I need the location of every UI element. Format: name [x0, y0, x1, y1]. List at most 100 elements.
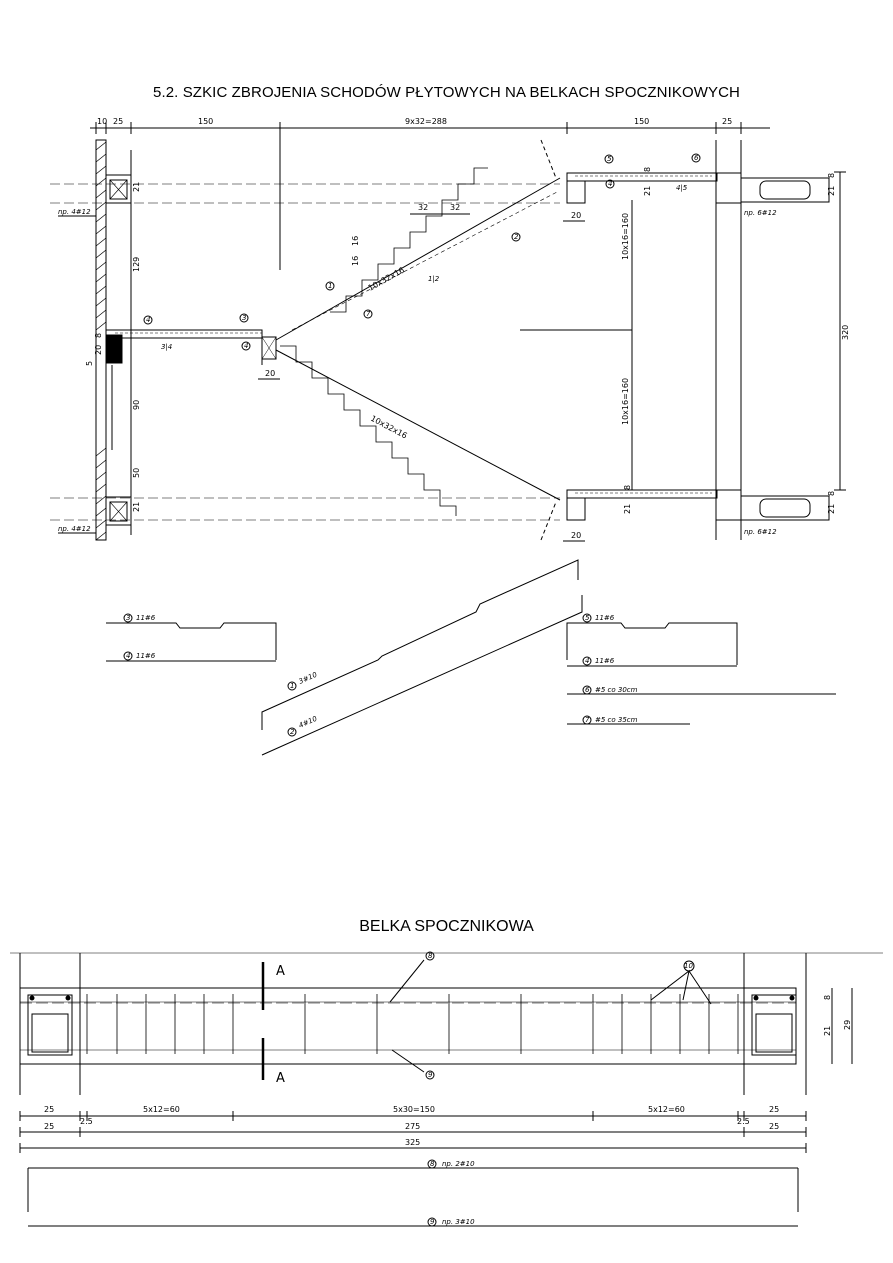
- center-leaders: 10x16=160 10x16=160: [279, 128, 633, 490]
- svg-text:11#6: 11#6: [595, 657, 615, 665]
- label-np-4-12-top: np. 4#12: [58, 208, 91, 216]
- svg-text:2.5: 2.5: [737, 1117, 750, 1126]
- svg-text:325: 325: [405, 1138, 420, 1147]
- svg-text:275: 275: [405, 1122, 420, 1131]
- svg-text:21: 21: [132, 182, 141, 192]
- svg-text:1: 1: [290, 682, 294, 690]
- svg-text:20: 20: [265, 369, 275, 378]
- right-vertical-dims: 320 21 8 21 8: [715, 140, 850, 540]
- svg-text:8: 8: [430, 1160, 435, 1168]
- dim-10: 10: [97, 117, 107, 126]
- svg-text:1|2: 1|2: [428, 275, 440, 283]
- beam-elevation: A A 8 9 10: [10, 951, 883, 1095]
- main-title: 5.2. SZKIC ZBROJENIA SCHODÓW PŁYTOWYCH N…: [153, 84, 740, 101]
- svg-text:7: 7: [585, 716, 590, 724]
- bar-6-shape: 6 #5 co 30cm: [567, 685, 836, 695]
- svg-text:21: 21: [827, 504, 836, 514]
- svg-text:129: 129: [132, 257, 141, 272]
- svg-text:8: 8: [428, 952, 433, 960]
- svg-text:4: 4: [608, 180, 612, 188]
- svg-text:10: 10: [684, 962, 693, 970]
- svg-text:21: 21: [623, 504, 632, 514]
- svg-text:20: 20: [571, 531, 581, 540]
- right-landing-bottom: 20 8 21 np. 6#12: [540, 485, 830, 542]
- marker-3-left: 3: [239, 313, 249, 323]
- top-dimension-line: 10 25 150 9x32=288 150 25: [90, 117, 770, 134]
- bar-3-shape: 3 11#6: [106, 613, 277, 660]
- marker-3-4-left: 3|4: [161, 343, 172, 351]
- section-mark-top: A: [276, 964, 285, 979]
- svg-text:8: 8: [643, 167, 652, 172]
- marker-5-right-top: 5: [604, 154, 614, 164]
- marker-4-right-top: 4: [605, 179, 615, 189]
- dim-25b: 25: [722, 117, 732, 126]
- svg-text:16: 16: [351, 256, 360, 266]
- marker-1-2-flight: 1|2: [428, 275, 440, 283]
- svg-text:6: 6: [585, 686, 590, 694]
- svg-text:10x16=160: 10x16=160: [621, 378, 630, 425]
- dim-150: 150: [198, 117, 213, 126]
- section-mark-bottom: A: [276, 1071, 285, 1086]
- bar-7-shape: 7 #5 co 35cm: [567, 715, 690, 725]
- dim-288: 9x32=288: [405, 117, 447, 126]
- beam-bar-8: 8 np. 2#10: [27, 1159, 799, 1212]
- right-landing-top: 20 8 21 np. 6#12: [540, 139, 830, 222]
- beam-title: BELKA SPOCZNIKOWA: [359, 918, 534, 935]
- beam-right-dims: 8 21 29: [823, 988, 853, 1064]
- svg-text:11#6: 11#6: [595, 614, 615, 622]
- dim-25: 25: [113, 117, 123, 126]
- svg-text:20: 20: [94, 345, 103, 355]
- bar-4-shape: 4 11#6: [106, 651, 276, 662]
- svg-text:9: 9: [428, 1071, 433, 1079]
- marker-4-left-b: 4: [241, 341, 251, 351]
- svg-text:21: 21: [827, 186, 836, 196]
- svg-text:32: 32: [418, 203, 428, 212]
- left-landing-slab: 20: [105, 329, 280, 380]
- svg-text:3#10: 3#10: [298, 670, 319, 685]
- svg-text:8: 8: [827, 173, 836, 178]
- svg-text:4: 4: [126, 652, 130, 660]
- marker-2-flight: 2: [511, 232, 521, 242]
- svg-text:8: 8: [827, 491, 836, 496]
- left-beam-bottom: np. 4#12: [50, 496, 560, 534]
- svg-text:5: 5: [607, 155, 612, 163]
- svg-text:3: 3: [126, 614, 130, 622]
- bar-1-shape: 1 3#10: [261, 559, 579, 730]
- marker-1-flight: 1: [325, 281, 335, 291]
- svg-text:11#6: 11#6: [136, 652, 156, 660]
- svg-text:11#6: 11#6: [136, 614, 156, 622]
- svg-text:4|5: 4|5: [676, 184, 688, 192]
- svg-text:32: 32: [450, 203, 460, 212]
- svg-text:2: 2: [290, 728, 295, 736]
- label-np-4-12-bottom: np. 4#12: [58, 525, 91, 533]
- svg-text:np. 2#10: np. 2#10: [442, 1160, 475, 1168]
- left-wall: [95, 139, 123, 541]
- svg-text:4: 4: [146, 316, 150, 324]
- beam-bar-9: 9 np. 3#10: [28, 1217, 798, 1227]
- svg-text:16: 16: [351, 236, 360, 246]
- marker-7-flight: 7: [363, 309, 373, 319]
- flight-upper-label: 10x32x16: [367, 265, 406, 292]
- left-beam-top: np. 4#12: [50, 174, 560, 217]
- svg-text:29: 29: [843, 1020, 852, 1030]
- svg-text:np. 3#10: np. 3#10: [442, 1218, 475, 1226]
- dim-150b: 150: [634, 117, 649, 126]
- svg-text:3: 3: [242, 314, 246, 322]
- svg-text:5x30=150: 5x30=150: [393, 1105, 435, 1114]
- svg-text:2: 2: [514, 233, 519, 241]
- svg-text:#5 co 35cm: #5 co 35cm: [595, 716, 638, 724]
- svg-text:25: 25: [44, 1122, 54, 1131]
- svg-text:21: 21: [132, 502, 141, 512]
- svg-text:21: 21: [643, 186, 652, 196]
- svg-text:6: 6: [694, 154, 699, 162]
- svg-text:90: 90: [132, 400, 141, 410]
- svg-text:4: 4: [244, 342, 248, 350]
- svg-text:5: 5: [85, 361, 94, 366]
- svg-text:5x12=60: 5x12=60: [143, 1105, 180, 1114]
- beam-dims-row2: 25 275 25: [19, 1122, 807, 1137]
- svg-text:8: 8: [823, 995, 832, 1000]
- svg-text:25: 25: [44, 1105, 54, 1114]
- beam-dims-row1: 25 2.5 5x12=60 5x30=150 5x12=60 2.5 25: [19, 1105, 807, 1126]
- upper-stair-flight: 10x32x16 32 32 16 16: [275, 167, 561, 341]
